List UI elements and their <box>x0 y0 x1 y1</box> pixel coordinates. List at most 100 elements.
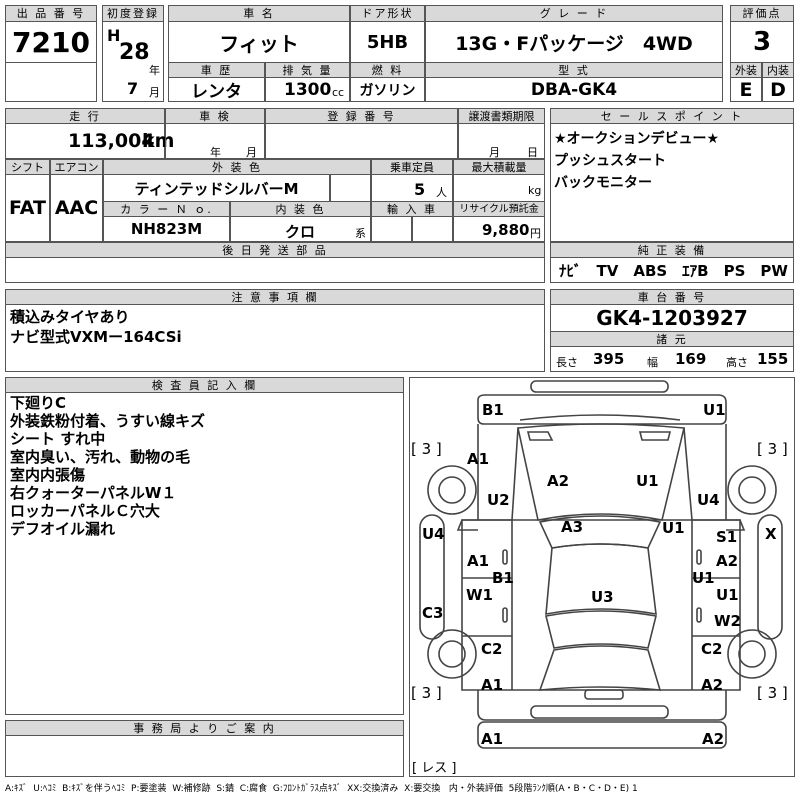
door-label: ドア形状 <box>350 5 425 22</box>
recycle-unit: 円 <box>530 227 541 240</box>
model-code: DBA-GK4 <box>425 77 723 102</box>
sales-points: ★オークションデビュー★ プッシュスタート バックモニター <box>550 123 794 242</box>
displacement: 1300 <box>284 80 332 100</box>
transfer-day-unit: 日 <box>527 146 538 159</box>
spec-label: 諸 元 <box>550 331 794 347</box>
note-line: ナビ型式VXMー164CSi <box>10 328 182 346</box>
recycle-fee: 9,880 <box>482 221 530 239</box>
reg-month: 7 <box>127 79 139 98</box>
max-load-box: kg <box>453 174 545 202</box>
shift-label: シフト <box>5 159 50 175</box>
mark-a2-hood: A2 <box>547 472 570 490</box>
shift: FAT <box>5 174 50 242</box>
mark-a1-bottom: A1 <box>481 730 504 748</box>
mark-b1-door: B1 <box>492 569 514 587</box>
mark-u3: U3 <box>591 588 614 606</box>
recycle-label: リサイクル預託金 <box>453 201 545 217</box>
mark-a2-bottom: A2 <box>702 730 725 748</box>
inspector-line: デフオイル漏れ <box>10 520 116 538</box>
mileage: 113,004 <box>68 130 155 152</box>
car-diagram-frame <box>409 377 795 777</box>
reg-year: 28 <box>119 40 150 65</box>
int-color-unit: 系 <box>355 227 366 240</box>
mark-u1-hood: U1 <box>636 472 659 490</box>
mark-x: X <box>765 525 777 543</box>
height-label: 高さ <box>726 356 748 369</box>
color-no-label: カ ラ ー Ｎ ｏ. <box>103 201 230 217</box>
transfer-label: 譲渡書類期限 <box>458 108 545 124</box>
mark-a2-rear: A2 <box>701 676 724 694</box>
inspector-line: シート すれ中 <box>10 430 106 448</box>
inspection-year-unit: 年 <box>210 146 221 159</box>
lot-number: 7210 <box>5 21 97 63</box>
capacity-box: 5 人 <box>371 174 453 202</box>
mark-bracket-left-top: [ 3 ] <box>411 440 442 458</box>
inspector-label: 検 査 員 記 入 欄 <box>5 377 404 393</box>
mark-w2: W2 <box>714 612 741 630</box>
exterior-grade: E <box>730 77 762 102</box>
mark-u1-rear-door: U1 <box>716 586 739 604</box>
sales-point-line: ★オークションデビュー★ <box>554 131 720 147</box>
mark-a3: A3 <box>561 518 584 536</box>
damage-legend: A:ｷｽﾞ U:ﾍｺﾐ B:ｷｽﾞを伴うﾍｺﾐ P:要塗装 W:補修跡 S:錆 … <box>5 784 638 794</box>
mark-w1: W1 <box>466 586 493 604</box>
notes-label: 注 意 事 項 欄 <box>5 289 545 305</box>
inspector-line: 室内臭い、汚れ、動物の毛 <box>10 448 191 466</box>
inspector-line: 右クォーターパネルW１ <box>10 484 177 502</box>
mark-bracket-right-top: [ 3 ] <box>757 440 788 458</box>
ac-label: エアコン <box>50 159 103 175</box>
inspector-line: 外装鉄粉付着、うすい線キズ <box>10 412 206 430</box>
mark-a1-rear: A1 <box>481 676 504 694</box>
mark-u4-right: U4 <box>697 491 720 509</box>
office-box <box>5 735 404 777</box>
chassis-label: 車 台 番 号 <box>550 289 794 305</box>
overall-score: 3 <box>730 21 794 63</box>
int-color-box: クロ 系 <box>230 216 371 242</box>
first-reg-label: 初度登録 <box>102 5 164 22</box>
reg-no-box <box>265 123 458 159</box>
displacement-box: 1300 cc <box>265 77 350 102</box>
mark-a1-left: A1 <box>467 450 490 468</box>
import-box-1 <box>371 216 412 242</box>
exterior-label: 外装 <box>730 62 762 78</box>
sales-point-line: バックモニター <box>554 175 652 191</box>
mileage-box: 113,004 km <box>5 123 174 159</box>
interior-label: 内装 <box>762 62 794 78</box>
era: H <box>107 26 121 45</box>
equipment-label: 純 正 装 備 <box>550 242 794 258</box>
mark-bracket-right-bottom: [ 3 ] <box>757 684 788 702</box>
lot-label: 出 品 番 号 <box>5 5 97 22</box>
length: 395 <box>593 350 625 368</box>
mark-u2-left: U2 <box>487 491 510 509</box>
history-label: 車 歴 <box>168 62 265 78</box>
inspector-notes: 下廻りC 外装鉄粉付着、うすい線キズ シート すれ中 室内臭い、汚れ、動物の毛 … <box>5 392 404 715</box>
inspector-line: 室内内張傷 <box>10 466 86 484</box>
recycle-box: 9,880 円 <box>453 216 545 242</box>
reg-no-label: 登 録 番 号 <box>265 108 458 124</box>
color-no: NH823M <box>103 216 230 242</box>
mark-u4-left: U4 <box>422 525 445 543</box>
displacement-label: 排 気 量 <box>265 62 350 78</box>
inspection-box: 年 月 <box>165 123 265 159</box>
displacement-unit: cc <box>332 86 345 99</box>
equipment-list: ﾅﾋﾞ TV ABS ｴｱB PS PW <box>550 257 794 283</box>
inspector-line: 下廻りC <box>10 394 67 412</box>
mark-c3: C3 <box>422 604 444 622</box>
mark-b1-top: B1 <box>482 401 504 419</box>
mark-a2-door: A2 <box>716 552 739 570</box>
mileage-label: 走 行 <box>5 108 165 124</box>
import-label: 輸 入 車 <box>371 201 453 217</box>
mark-u1-top: U1 <box>703 401 726 419</box>
note-line: 積込みタイヤあり <box>10 308 130 326</box>
inspection-month-unit: 月 <box>246 146 257 159</box>
air-conditioner: AAC <box>50 174 103 242</box>
year-unit: 年 <box>149 64 160 77</box>
spec-box: 長さ 395 幅 169 高さ 155 <box>550 346 794 372</box>
sales-points-label: セ ー ル ス ポ イ ン ト <box>550 108 794 124</box>
mark-c2-right: C2 <box>701 640 723 658</box>
fuel: ガソリン <box>350 77 425 102</box>
delivery-box <box>5 257 545 283</box>
max-load-label: 最大積載量 <box>453 159 545 175</box>
import-box-2 <box>412 216 453 242</box>
car-history: レンタ <box>168 77 265 102</box>
